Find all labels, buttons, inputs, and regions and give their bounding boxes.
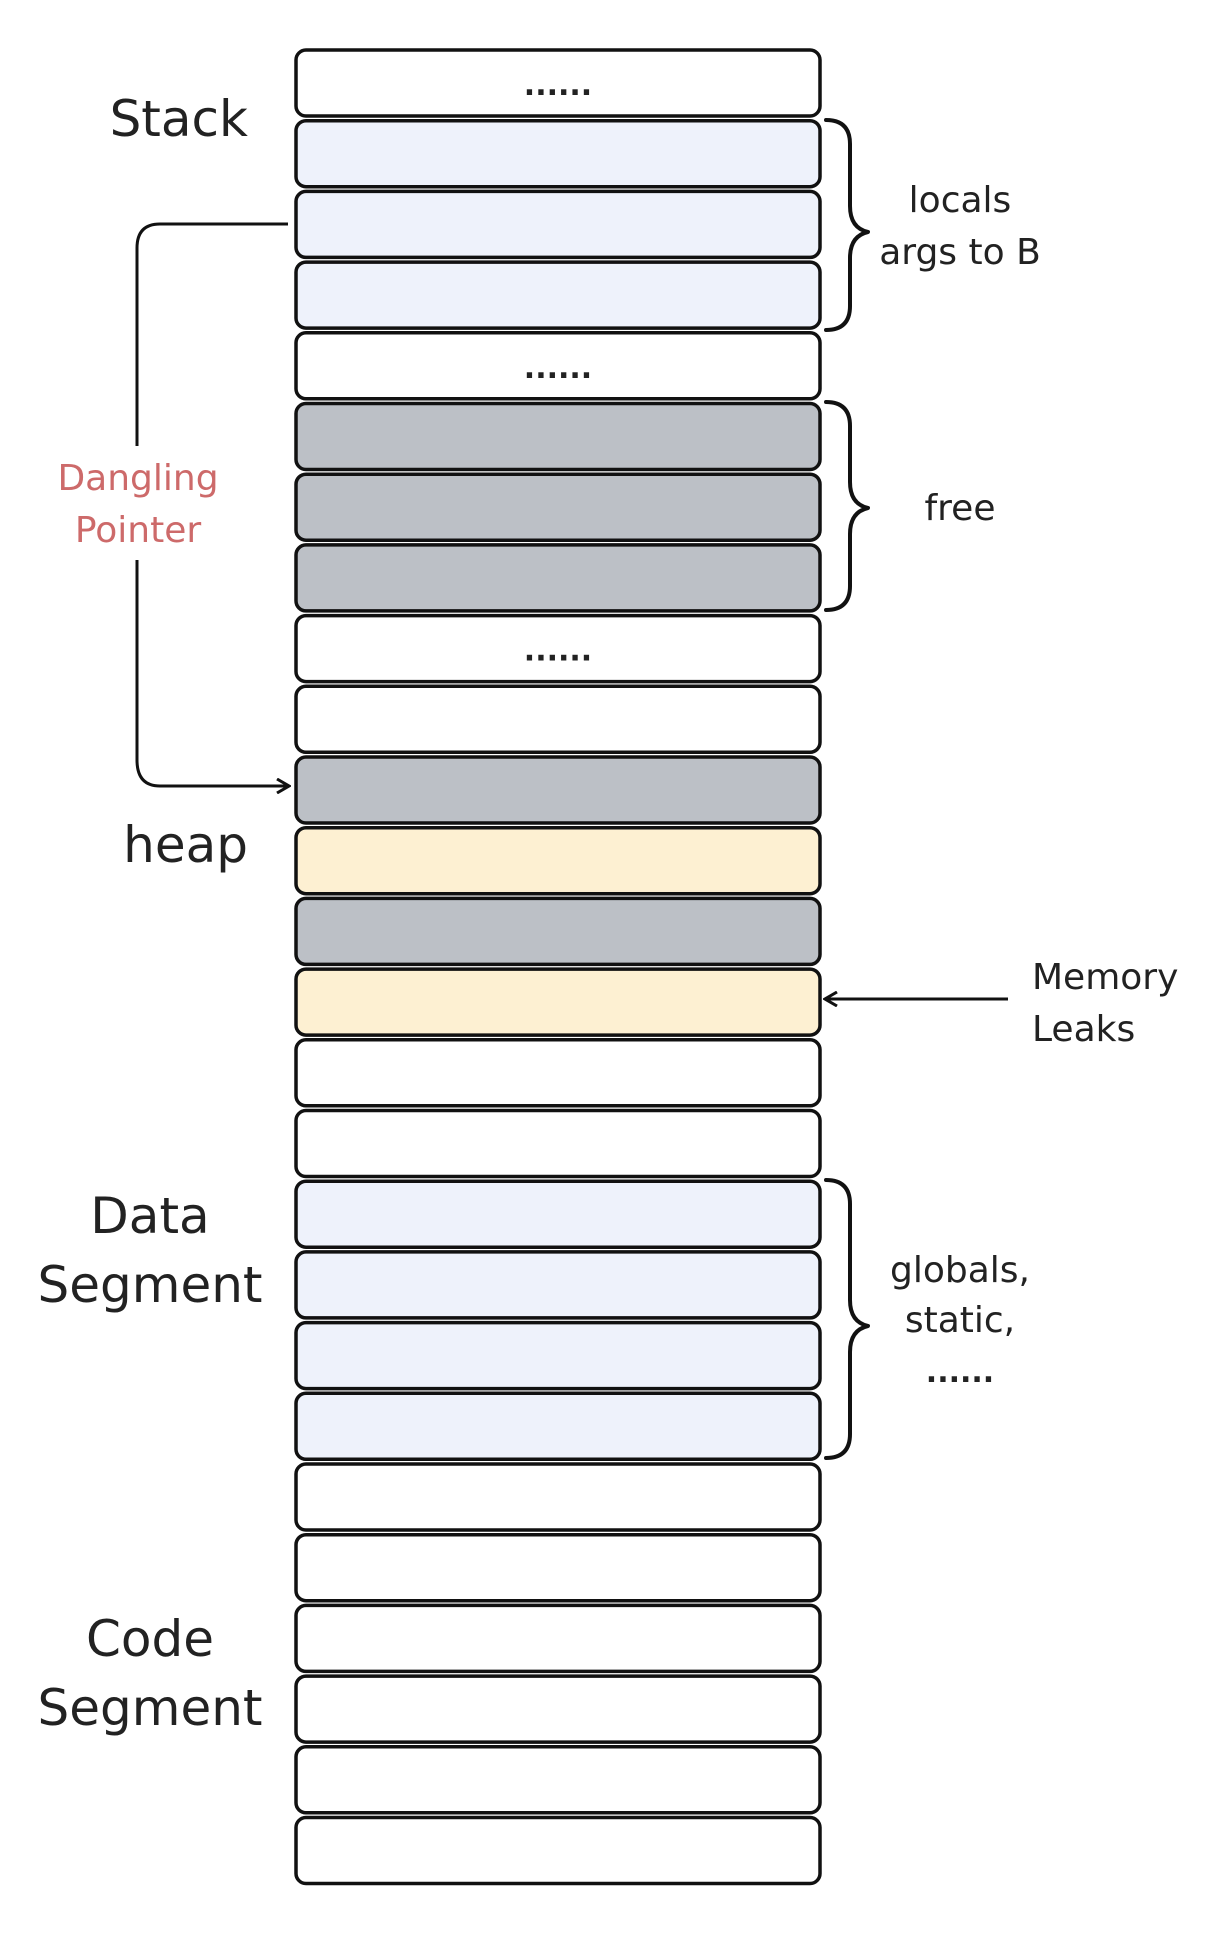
memory-cell-stack <box>294 260 822 330</box>
memory-cell-stack <box>294 1250 822 1320</box>
memory-cell-stack <box>294 1320 822 1391</box>
free-brace <box>824 400 870 612</box>
memory-cell-white <box>294 1815 822 1886</box>
memory-cell-free <box>294 472 822 542</box>
dangling-label-line1: Dangling <box>57 458 218 499</box>
stack-region-label: Stack <box>110 90 248 148</box>
cell-ellipsis: ...... <box>524 68 592 103</box>
memory-cell-white <box>294 331 822 401</box>
heap-region-label: heap <box>123 816 248 874</box>
globals-label: globals, <box>890 1250 1030 1291</box>
memory-cell-stack <box>294 118 822 189</box>
memory-cell-white <box>294 48 822 118</box>
memory-cell-white <box>294 1108 822 1179</box>
globals-brace <box>824 1178 870 1460</box>
args-to-b-label: args to B <box>879 232 1041 273</box>
memory-cell-white <box>294 1532 822 1603</box>
locals-label: locals <box>909 180 1012 221</box>
memory-cell-stack <box>294 1391 822 1462</box>
cell-ellipsis: ...... <box>524 351 592 386</box>
memory-cell-white <box>294 1674 822 1744</box>
dangling-label-background <box>60 446 216 560</box>
memory-cell-leak <box>294 967 822 1037</box>
memory-cell-stack <box>294 189 822 260</box>
code-segment-label-line2: Segment <box>38 1679 263 1737</box>
memory-cell-white <box>294 613 822 684</box>
locals-brace <box>824 118 870 332</box>
memory-cell-white <box>294 1603 822 1674</box>
dangling-label-line2: Pointer <box>75 510 202 551</box>
code-segment-label-line1: Code <box>86 1610 214 1668</box>
memory-cell-white <box>294 1745 822 1815</box>
globals-ellipsis: ...... <box>926 1355 994 1390</box>
data-segment-label-line1: Data <box>90 1187 209 1245</box>
leaks-label: Leaks <box>1032 1009 1135 1050</box>
memory-cell-stack <box>294 1179 822 1249</box>
memory-cells: .................. <box>294 48 822 1886</box>
memory-cell-free <box>294 543 822 613</box>
memory-cell-white <box>294 684 822 755</box>
memory-cell-free <box>294 401 822 472</box>
free-label: free <box>925 488 996 529</box>
memory-cell-white <box>294 1462 822 1532</box>
data-segment-label-line2: Segment <box>38 1256 263 1314</box>
memory-label: Memory <box>1032 957 1178 998</box>
static-label: static, <box>905 1300 1015 1341</box>
memory-cell-free <box>294 896 822 967</box>
memory-cell-leak <box>294 825 822 896</box>
memory-cell-white <box>294 1038 822 1108</box>
cell-ellipsis: ...... <box>524 634 592 669</box>
memory-cell-free <box>294 755 822 825</box>
